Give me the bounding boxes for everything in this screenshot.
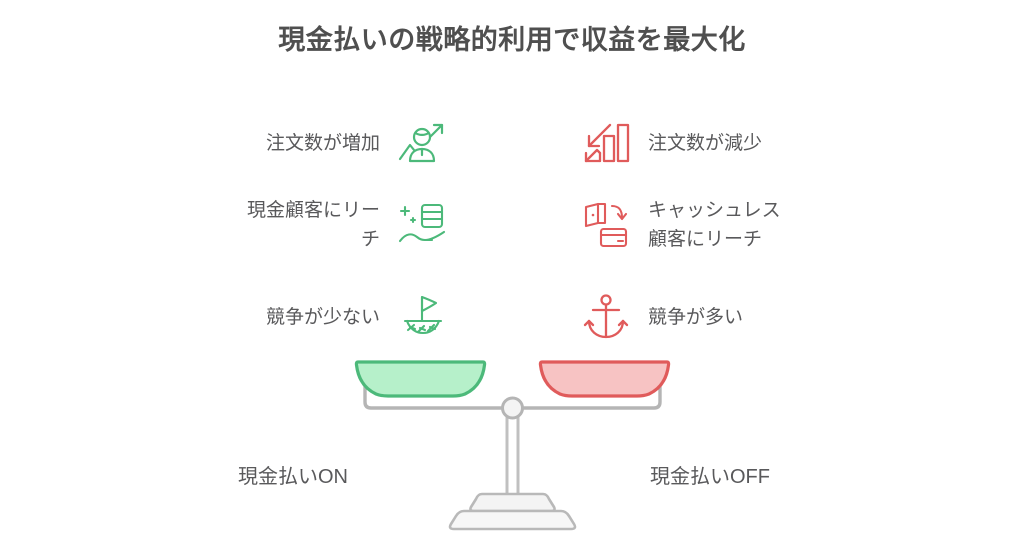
benefit-row-orders-increase: 注文数が増加 [150, 115, 450, 171]
benefit-row-less-competition: 競争が少ない [150, 289, 450, 345]
scale-label-cash-on: 現金払いON [238, 466, 348, 488]
benefit-row-reach-cash-customers: 現金顧客にリー チ [150, 196, 450, 254]
anchor-icon [578, 289, 634, 345]
scale-pivot [501, 396, 524, 420]
person-growth-arrow-icon [394, 115, 450, 171]
benefit-label-orders-increase: 注文数が増加 [265, 132, 380, 154]
drawback-row-orders-decrease: 注文数が減少 [578, 115, 888, 171]
page-title: 現金払いの戦略的利用で収益を最大化 [278, 25, 746, 55]
scale-pan-left [354, 360, 487, 398]
drawback-label-orders-decrease: 注文数が減少 [648, 132, 763, 154]
hand-holding-coins-icon [394, 197, 450, 253]
scale-base-lower [448, 509, 577, 531]
sailboat-icon [394, 289, 450, 345]
drawback-label-reach-cashless-customers: キャッシュレス 顧客にリーチ [648, 200, 781, 250]
declining-bar-chart-icon [578, 115, 634, 171]
scale-post [505, 408, 520, 496]
drawback-row-more-competition: 競争が多い [578, 289, 888, 345]
wallet-card-icon [578, 197, 634, 253]
scale-pan-right [538, 360, 671, 398]
benefit-label-reach-cash-customers: 現金顧客にリー チ [246, 200, 380, 250]
scale-label-cash-off: 現金払いOFF [650, 466, 770, 488]
drawback-label-more-competition: 競争が多い [648, 306, 744, 328]
drawback-row-reach-cashless-customers: キャッシュレス 顧客にリーチ [578, 196, 888, 254]
scale-base-upper [469, 492, 556, 513]
balance-scale [335, 352, 690, 538]
benefit-label-less-competition: 競争が少ない [265, 306, 380, 328]
